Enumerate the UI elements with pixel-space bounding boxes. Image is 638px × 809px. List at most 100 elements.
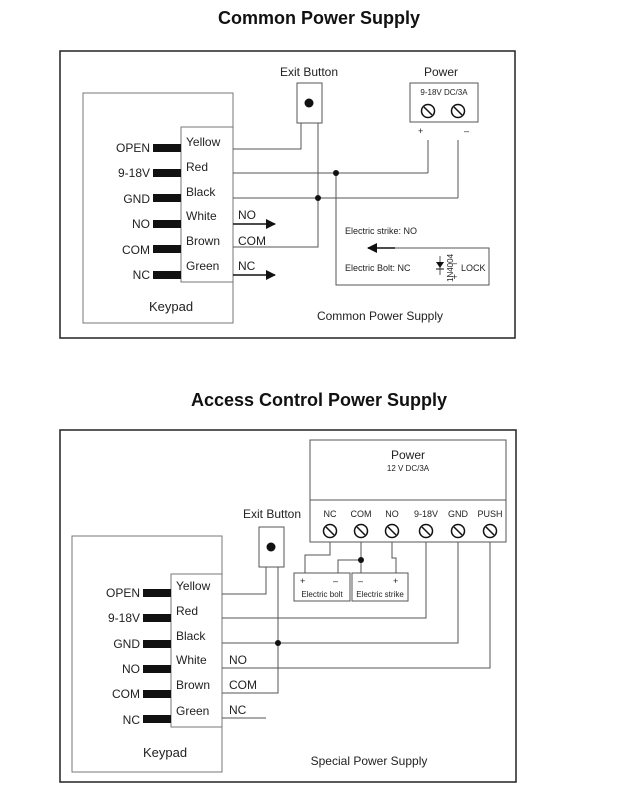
common-lock-plus: +	[452, 272, 457, 282]
access-terminal-power-label: 9-18V	[414, 509, 438, 519]
access-pin-open-label: OPEN	[106, 586, 140, 600]
access-electric-strike-label: Electric strike	[356, 590, 404, 599]
access-control-diagram: OPEN 9-18V GND NO COM NC Yellow Red Blac…	[59, 429, 517, 783]
access-bolt-minus: –	[333, 576, 338, 586]
common-power-terminal-plus	[420, 103, 436, 119]
access-wire-yellow: Yellow	[176, 579, 211, 593]
common-pin-open	[153, 144, 181, 152]
access-wire-brown: Brown	[176, 678, 210, 692]
access-diagram-frame	[59, 429, 517, 783]
common-power-terminal-minus	[450, 103, 466, 119]
access-strike-plus: +	[393, 576, 398, 586]
access-terminal-push-label: PUSH	[477, 509, 502, 519]
common-lock-loop	[335, 173, 490, 286]
access-electric-bolt-box	[293, 572, 351, 602]
access-wiring	[222, 542, 491, 719]
access-terminal-com-label: COM	[351, 509, 372, 519]
access-control-power-supply-heading: Access Control Power Supply	[190, 390, 448, 410]
access-junction-gnd	[275, 640, 281, 646]
common-brown-wire	[233, 198, 319, 248]
access-pin-no	[143, 665, 171, 673]
access-terminal-power	[418, 523, 434, 539]
common-wire-yellow: Yellow	[186, 135, 221, 149]
access-junction-com	[358, 557, 364, 563]
access-pin-open	[143, 589, 171, 597]
common-relay-no-label: NO	[238, 208, 256, 222]
access-terminal-nc-label: NC	[324, 509, 337, 519]
common-wire-red: Red	[186, 160, 208, 174]
access-strike-minus: –	[358, 576, 363, 586]
access-exit-button-dot	[266, 542, 276, 552]
common-wire-green: Green	[186, 259, 219, 273]
common-pin-com-label: COM	[122, 243, 150, 257]
access-terminal-gnd	[450, 523, 466, 539]
common-keypad-label: Keypad	[149, 299, 193, 314]
access-pin-gnd-label: GND	[113, 637, 140, 651]
access-wire-strip	[170, 573, 223, 728]
common-power-minus-label: –	[464, 126, 469, 136]
access-pin-com	[143, 690, 171, 698]
common-pin-power-label: 9-18V	[118, 166, 150, 180]
common-pin-com	[153, 245, 181, 253]
access-no-to-strike	[391, 542, 397, 573]
common-power-rating: 9-18V DC/3A	[420, 88, 468, 97]
access-wire-labels: Yellow Red Black White Brown Green	[176, 579, 211, 718]
access-pin-no-label: NO	[122, 662, 140, 676]
common-lock-label: LOCK	[461, 263, 486, 273]
access-pin-power	[143, 614, 171, 622]
access-pin-nc-label: NC	[123, 713, 141, 727]
common-exit-button-dot	[304, 98, 314, 108]
common-diode-symbol	[436, 262, 444, 268]
common-diagram-frame	[59, 50, 516, 339]
common-pin-power	[153, 169, 181, 177]
common-lock-minus: –	[452, 258, 457, 268]
access-pin-com-label: COM	[112, 687, 140, 701]
common-power-diagram: OPEN 9-18V GND NO COM NC Yellow Red Blac…	[59, 50, 516, 339]
common-power-plus-label: +	[418, 126, 423, 136]
access-relay-com-label: COM	[229, 678, 257, 692]
common-pin-nc-label: NC	[133, 268, 151, 282]
common-pin-no-label: NO	[132, 217, 150, 231]
access-power-rating: 12 V DC/3A	[387, 464, 430, 473]
common-pin-gnd	[153, 194, 181, 202]
access-terminal-push	[482, 523, 498, 539]
access-terminal-no-label: NO	[385, 509, 399, 519]
common-caption: Common Power Supply	[317, 309, 443, 323]
common-pin-open-label: OPEN	[116, 141, 150, 155]
common-power-block	[409, 82, 479, 123]
access-wire-green: Green	[176, 704, 209, 718]
common-power-supply-heading: Common Power Supply	[217, 8, 421, 28]
common-pin-nc	[153, 271, 181, 279]
access-power-block	[309, 439, 507, 543]
access-pin-gnd	[143, 640, 171, 648]
access-black-wire	[222, 542, 459, 644]
access-terminal-nc	[322, 523, 338, 539]
common-wire-brown: Brown	[186, 234, 220, 248]
access-terminal-com	[353, 523, 369, 539]
access-relay-nc-label: NC	[229, 703, 247, 717]
common-relay-com-label: COM	[238, 234, 266, 248]
access-relay-no-label: NO	[229, 653, 247, 667]
access-exit-button-label: Exit Button	[243, 507, 301, 521]
access-keypad-pins: OPEN 9-18V GND NO COM NC	[106, 586, 171, 727]
access-electric-strike-box	[351, 572, 409, 602]
common-wire-strip	[180, 126, 234, 283]
access-white-wire	[222, 542, 491, 669]
common-diode-label: 1N4004	[446, 253, 455, 282]
access-wire-black: Black	[176, 629, 206, 643]
common-power-title: Power	[424, 65, 458, 79]
access-terminal-no	[384, 523, 400, 539]
access-brown-wire	[222, 567, 279, 694]
access-yellow-wire	[222, 567, 267, 595]
common-yellow-wire	[233, 123, 302, 150]
common-pin-no	[153, 220, 181, 228]
access-keypad-label: Keypad	[143, 745, 187, 760]
common-relay-nc-label: NC	[238, 259, 256, 273]
common-wire-white: White	[186, 209, 217, 223]
common-pin-gnd-label: GND	[123, 192, 150, 206]
common-junction-black	[315, 195, 321, 201]
access-nc-to-bolt	[304, 542, 331, 573]
common-keypad-pins: OPEN 9-18V GND NO COM NC	[116, 141, 181, 282]
access-terminal-gnd-label: GND	[448, 509, 469, 519]
